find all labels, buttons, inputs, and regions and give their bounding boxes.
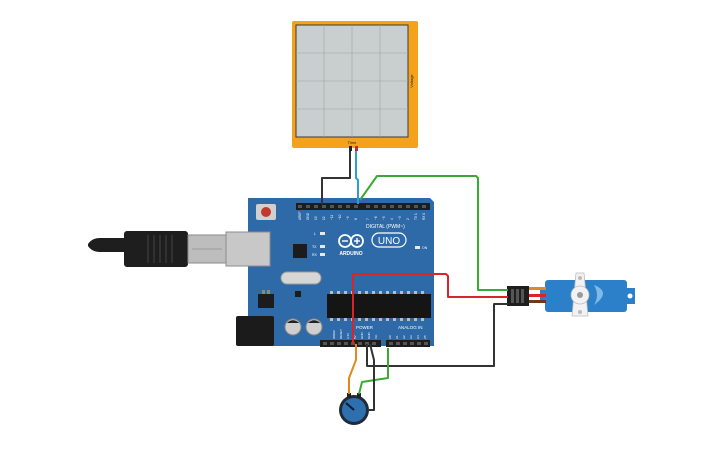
digital-label: DIGITAL (PWM~)	[366, 224, 405, 230]
usb-grip	[147, 235, 173, 263]
wire-servo-5v[interactable]	[352, 273, 508, 344]
arduino-board[interactable]: AREF GND 13 12 ~11 ~10 ~9 8 7 ~6 ~5 4 ~3…	[225, 198, 434, 347]
svg-text:IOREF: IOREF	[332, 330, 336, 339]
voltage-regulator	[258, 294, 274, 308]
svg-text:A2: A2	[402, 335, 406, 339]
svg-text:RESET: RESET	[339, 329, 343, 339]
wire-servo-signal[interactable]	[359, 175, 508, 291]
svg-text:~9: ~9	[346, 216, 350, 220]
svg-text:GND: GND	[367, 332, 371, 340]
svg-text:2: 2	[406, 218, 410, 220]
svg-text:A4: A4	[416, 335, 420, 339]
svg-text:~6: ~6	[374, 216, 378, 220]
crystal-oscillator	[280, 271, 322, 285]
svg-text:TX 1: TX 1	[414, 213, 418, 220]
uno-badge	[371, 232, 407, 248]
svg-text:RX 0: RX 0	[422, 213, 426, 220]
svg-text:A1: A1	[395, 335, 399, 339]
potentiometer[interactable]	[339, 393, 369, 425]
digital-pin-labels: AREF GND 13 12 ~11 ~10 ~9 8 7 ~6 ~5 4 ~3…	[298, 211, 426, 220]
analog-label: ANALOG IN	[398, 325, 423, 330]
svg-text:4: 4	[390, 218, 394, 220]
svg-text:7: 7	[366, 218, 370, 220]
analog-pin-labels: A0 A1 A2 A3 A4 A5	[388, 335, 427, 339]
arduino-logo-text: ARDUINO	[339, 251, 362, 257]
svg-text:GND: GND	[360, 332, 364, 340]
svg-text:8: 8	[354, 218, 358, 220]
digital-header-pins	[298, 205, 426, 208]
svg-text:~5: ~5	[382, 216, 386, 220]
usb-cable[interactable]	[88, 231, 227, 267]
wire-scope-signal[interactable]	[355, 151, 359, 204]
svg-text:5V: 5V	[353, 335, 357, 339]
microcontroller-chip	[327, 294, 431, 318]
power-led-label: ON	[422, 246, 428, 250]
wires	[321, 151, 508, 411]
svg-text:~10: ~10	[338, 214, 342, 220]
analog-header[interactable]	[386, 340, 430, 347]
capacitors	[284, 318, 323, 336]
wire-pot-5v[interactable]	[348, 344, 357, 394]
oscilloscope[interactable]: Time Voltage	[292, 21, 418, 151]
wire-servo-gnd[interactable]	[366, 303, 508, 367]
svg-text:Vin: Vin	[374, 334, 378, 339]
oscilloscope-terminal-pos[interactable]	[355, 146, 358, 151]
wire-pot-gnd[interactable]	[369, 343, 375, 411]
wire-scope-gnd[interactable]	[321, 151, 351, 204]
svg-text:A0: A0	[388, 335, 392, 339]
svg-text:RX: RX	[312, 253, 318, 257]
svg-text:L: L	[314, 232, 316, 236]
svg-text:AREF: AREF	[298, 211, 302, 220]
svg-text:TX: TX	[312, 245, 317, 249]
oscilloscope-grid	[296, 25, 408, 137]
power-jack	[236, 316, 274, 346]
usb-chip	[293, 244, 307, 258]
reset-button-cap[interactable]	[261, 207, 271, 217]
svg-text:~11: ~11	[330, 215, 334, 220]
svg-text:GND: GND	[306, 212, 310, 220]
digital-header[interactable]	[296, 203, 430, 210]
uno-badge-text: UNO	[378, 236, 400, 247]
power-pin-labels: IOREF RESET 3.3V 5V GND GND Vin	[332, 329, 378, 339]
svg-text:~3: ~3	[398, 216, 402, 220]
svg-text:A3: A3	[409, 335, 413, 339]
oscilloscope-x-label: Time	[348, 140, 358, 145]
oscilloscope-terminal-neg[interactable]	[349, 146, 352, 151]
svg-text:3.3V: 3.3V	[346, 333, 350, 339]
usb-plug-body	[124, 231, 188, 267]
power-header[interactable]	[320, 340, 381, 347]
oscilloscope-y-label: Voltage	[409, 74, 414, 88]
usb-strain-relief	[88, 238, 128, 252]
arduino-logo: ARDUINO	[338, 234, 364, 257]
usb-port	[225, 231, 271, 267]
svg-text:12: 12	[322, 216, 326, 220]
power-label: POWER	[356, 325, 374, 330]
status-leds: L TX RX	[312, 232, 325, 257]
svg-text:A5: A5	[423, 335, 427, 339]
servo-motor[interactable]	[507, 272, 635, 317]
svg-text:13: 13	[314, 216, 318, 220]
power-led	[415, 246, 420, 249]
